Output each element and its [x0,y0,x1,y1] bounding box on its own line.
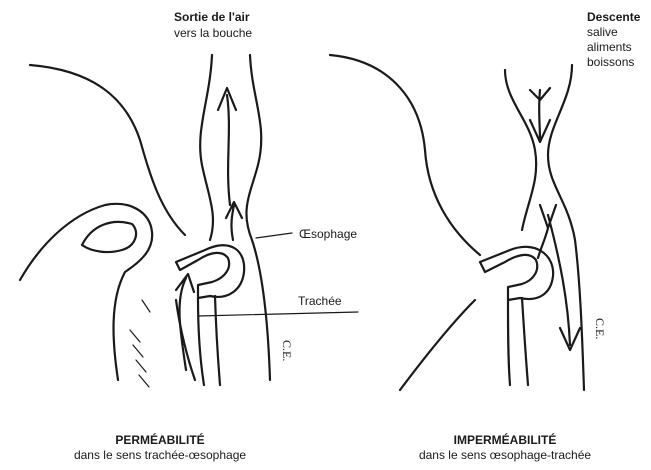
right-trachea-walls [508,298,528,385]
right-caption-title: IMPERMÉABILITÉ [380,433,630,448]
left-valve [176,245,244,298]
left-top-title: Sortie de l'air [174,10,250,24]
left-tube-right-wall [246,55,270,380]
right-top-item-saliva: salive [587,25,618,39]
air-arrow-lower [226,202,242,240]
air-up-arrow [218,88,236,205]
oesophagus-label: Œsophage [299,227,357,241]
left-caption-subtitle: dans le sens trachée-œsophage [40,448,280,463]
left-caption: PERMÉABILITÉ dans le sens trachée-œsopha… [40,433,280,463]
trachea-pointer-line [198,312,358,316]
left-top-subtitle: vers la bouche [174,26,252,40]
left-signature: C.E. [280,340,294,361]
left-neck-outline [30,65,185,235]
finger [20,204,152,380]
right-caption: IMPERMÉABILITÉ dans le sens œsophage-tra… [380,433,630,463]
trachea-label: Trachée [298,294,342,308]
food-down-arrow [530,88,550,142]
left-caption-title: PERMÉABILITÉ [40,433,280,448]
oesophagus-pointer-line [256,233,292,238]
right-tube-left-wall [505,70,536,230]
left-panel-drawing: C.E. [20,55,358,387]
right-top-item-drinks: boissons [587,55,634,69]
right-caption-subtitle: dans le sens œsophage-trachée [380,448,630,463]
fingernail [82,222,136,252]
right-top-item-food: aliments [587,40,632,54]
finger-hatching [130,300,150,387]
right-neck-outline [330,55,480,255]
right-panel-drawing: C.E. [330,55,607,390]
right-top-title: Descente [587,10,640,24]
right-signature: C.E. [593,318,607,339]
right-chin-outline [400,300,475,390]
left-tube-left-wall [200,55,213,240]
right-valve [480,247,553,300]
